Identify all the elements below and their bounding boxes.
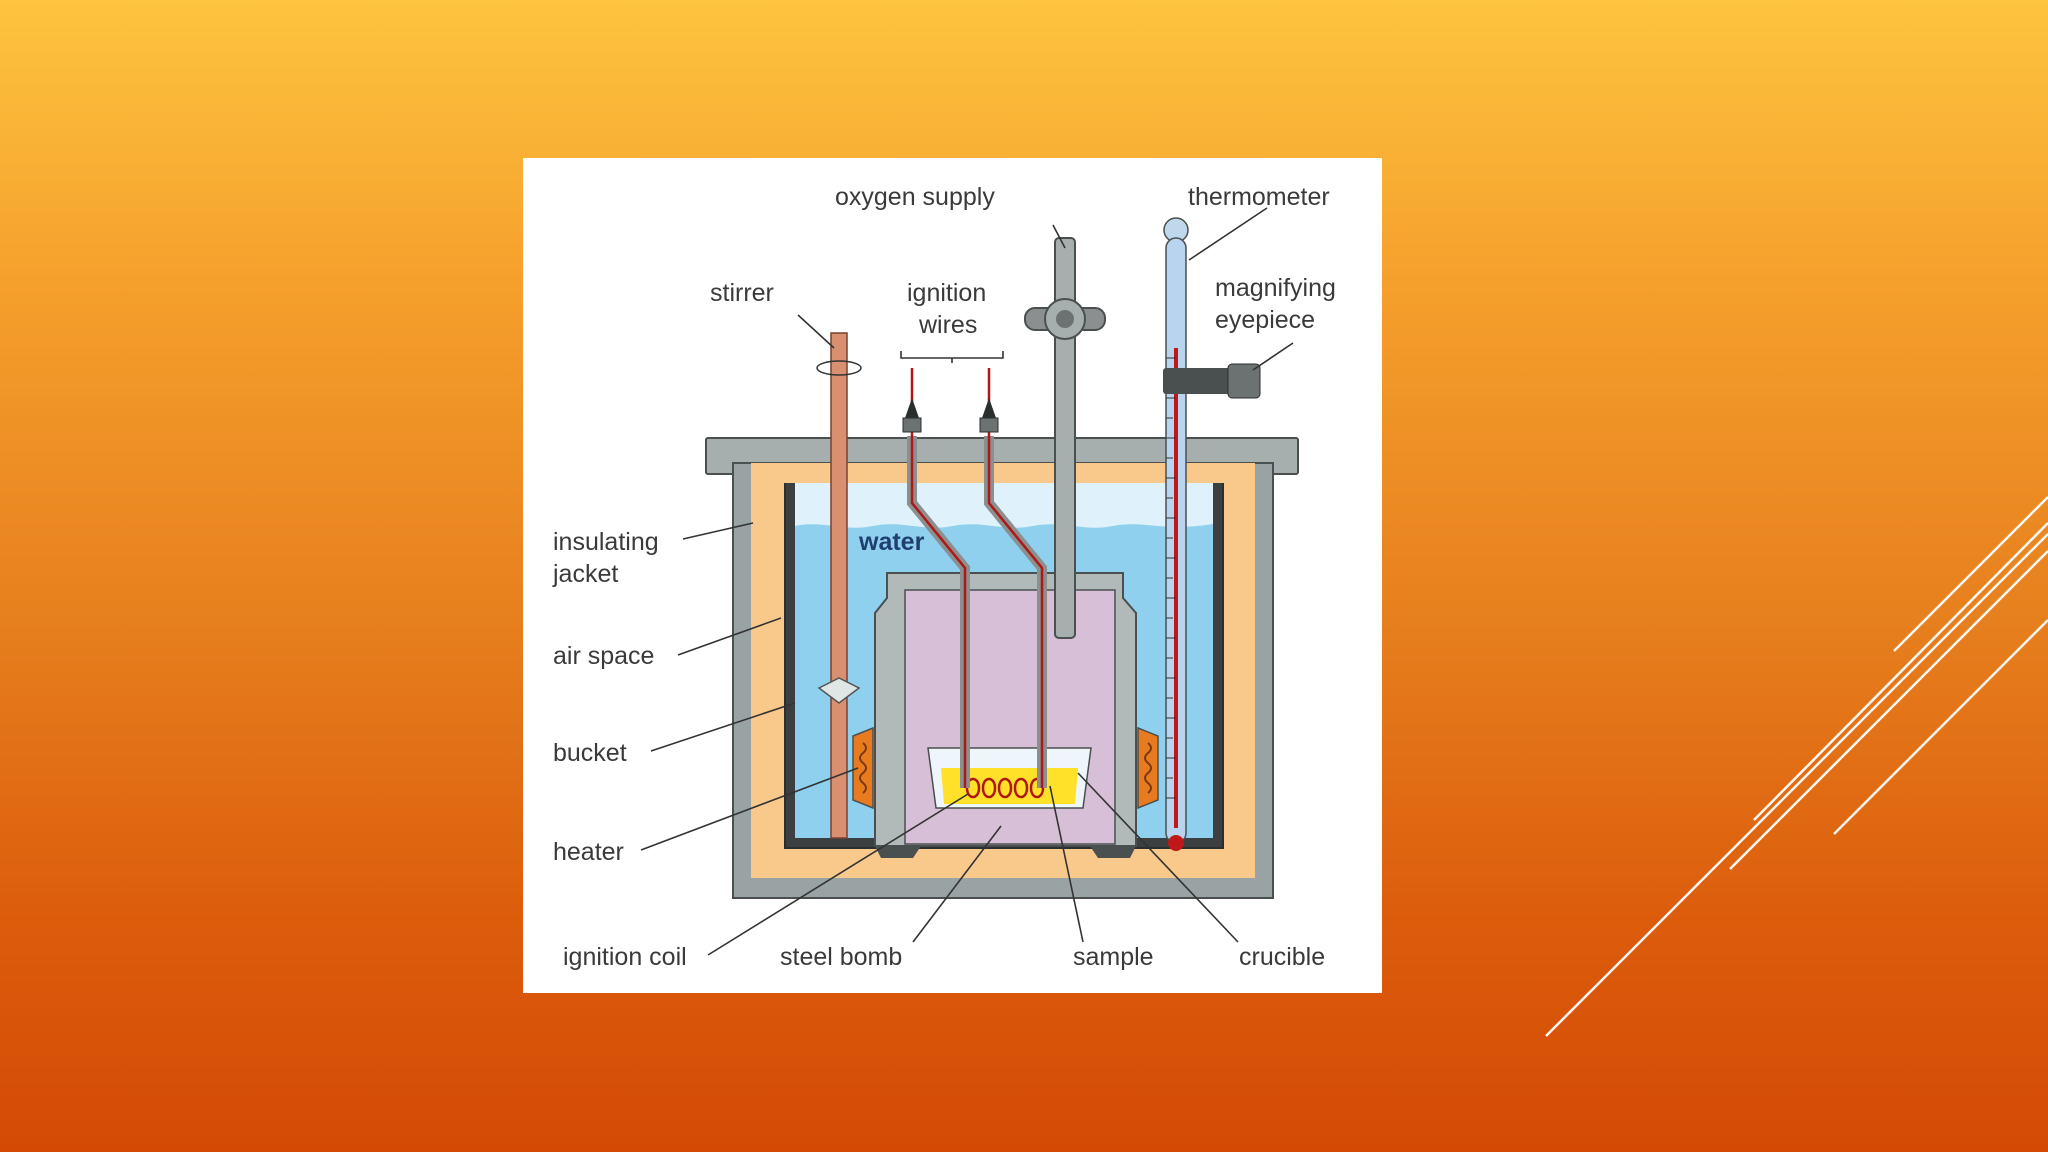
deco-line-4 bbox=[1833, 619, 2048, 835]
label-ignition: ignition bbox=[907, 279, 986, 307]
label-thermometer: thermometer bbox=[1188, 183, 1330, 211]
label-stirrer: stirrer bbox=[710, 279, 774, 307]
ignition-wire-terminal-icon bbox=[902, 398, 999, 433]
heater-coil-icon bbox=[852, 726, 1159, 810]
label-bucket: bucket bbox=[553, 739, 627, 767]
deco-line-2 bbox=[1753, 522, 2048, 821]
deco-line-1 bbox=[1893, 496, 2048, 652]
deco-line-5 bbox=[1545, 533, 2048, 1037]
bomb-foot-right bbox=[1090, 846, 1136, 858]
oxygen-valve-icon bbox=[1024, 237, 1106, 639]
bomb-foot-left bbox=[875, 846, 921, 858]
ignition-wires bbox=[902, 368, 1047, 788]
label-ignition-coil: ignition coil bbox=[563, 943, 687, 971]
label-jacket: jacket bbox=[552, 560, 618, 588]
label-water: water bbox=[858, 528, 925, 556]
leader-lines bbox=[640, 207, 1294, 956]
figure-card: oxygen supply thermometer stirrer igniti… bbox=[523, 158, 1382, 993]
label-heater: heater bbox=[553, 838, 624, 866]
label-oxygen-supply: oxygen supply bbox=[835, 183, 995, 211]
label-steel-bomb: steel bomb bbox=[780, 943, 902, 971]
label-magnifying: magnifying bbox=[1215, 274, 1336, 302]
stirrer-icon bbox=[816, 332, 862, 839]
label-air-space: air space bbox=[553, 642, 654, 670]
ignition-coil-icon bbox=[965, 777, 1045, 799]
label-wires: wires bbox=[918, 311, 977, 339]
water-surface bbox=[795, 483, 1213, 528]
label-insulating: insulating bbox=[553, 528, 659, 556]
bomb-calorimeter-diagram: oxygen supply thermometer stirrer igniti… bbox=[552, 183, 1336, 971]
thermometer-icon bbox=[1163, 217, 1261, 851]
label-sample: sample bbox=[1073, 943, 1154, 971]
label-crucible: crucible bbox=[1239, 943, 1325, 971]
label-eyepiece: eyepiece bbox=[1215, 306, 1315, 334]
deco-line-3 bbox=[1729, 550, 2048, 870]
